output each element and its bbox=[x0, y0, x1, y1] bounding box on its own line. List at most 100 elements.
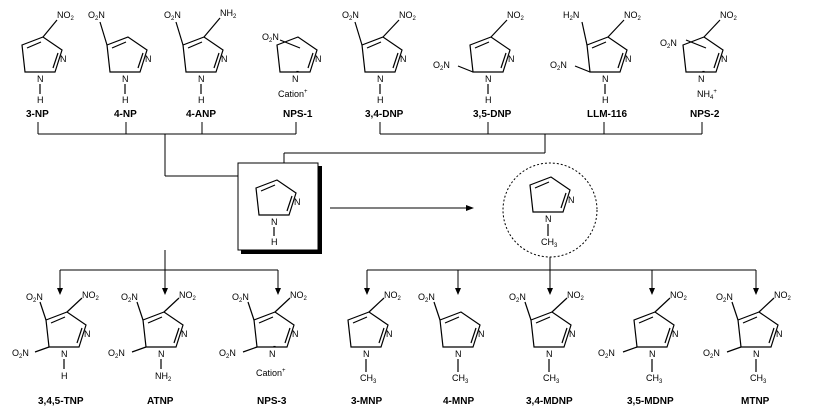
svg-text:N: N bbox=[363, 349, 370, 359]
svg-text:N: N bbox=[721, 54, 728, 64]
svg-text:N: N bbox=[294, 197, 301, 207]
svg-text:NO2: NO2 bbox=[290, 290, 308, 302]
svg-text:O2N: O2N bbox=[716, 292, 733, 304]
svg-text:H: H bbox=[198, 95, 205, 105]
compound-4-NP: O2N N N H 4-NP bbox=[88, 10, 152, 120]
compound-LLM-116: H2N NO2 O2N N N H LLM-116 bbox=[550, 10, 642, 120]
compound-NPS-2: O2N NO2 N N - NH4+ NPS-2 bbox=[660, 10, 738, 120]
compound-3,4-DNP: O2N NO2 N N H 3,4-DNP bbox=[342, 10, 417, 120]
svg-text:N: N bbox=[271, 217, 278, 227]
svg-text:NO2: NO2 bbox=[179, 290, 197, 302]
svg-text:N: N bbox=[649, 349, 656, 359]
svg-text:O2N: O2N bbox=[108, 348, 125, 360]
compound-name: 3,4-DNP bbox=[365, 109, 404, 120]
svg-text:O2N: O2N bbox=[26, 292, 43, 304]
svg-text:O2N: O2N bbox=[550, 60, 567, 72]
svg-text:CH3: CH3 bbox=[750, 373, 767, 385]
svg-text:CH3: CH3 bbox=[452, 373, 469, 385]
svg-text:N: N bbox=[198, 74, 205, 84]
compound-name: 4-NP bbox=[114, 109, 137, 120]
svg-text:H: H bbox=[602, 95, 609, 105]
compound-name: MTNP bbox=[741, 396, 770, 407]
compound-name: 3,4,5-TNP bbox=[38, 396, 84, 407]
compound-name: 3,4-MDNP bbox=[526, 396, 573, 407]
compound-name: ATNP bbox=[147, 396, 174, 407]
svg-text:N: N bbox=[386, 329, 393, 339]
svg-text:O2N: O2N bbox=[88, 10, 105, 22]
compound-name: 4-MNP bbox=[443, 396, 474, 407]
compound-3-MNP: NO2 N N CH3 3-MNP bbox=[347, 290, 402, 407]
svg-text:N: N bbox=[221, 54, 228, 64]
svg-text:NH4+: NH4+ bbox=[697, 89, 717, 101]
svg-text:Cation+: Cation+ bbox=[256, 368, 286, 378]
compound-3,4,5-TNP: O2N NO2 O2N N N H 3,4,5-TNP bbox=[12, 290, 100, 407]
svg-text:H: H bbox=[485, 95, 492, 105]
compound-ATNP: O2N NO2 O2N N N NH2 ATNP bbox=[108, 290, 197, 407]
svg-text:N: N bbox=[292, 329, 299, 339]
svg-text:N: N bbox=[569, 329, 576, 339]
svg-text:N: N bbox=[602, 74, 609, 84]
svg-text:N: N bbox=[377, 74, 384, 84]
svg-text:H: H bbox=[122, 95, 129, 105]
svg-text:O2N: O2N bbox=[418, 292, 435, 304]
compound-name: 3-MNP bbox=[351, 396, 382, 407]
compound-name: NPS-2 bbox=[690, 109, 720, 120]
compound-NPS-3: O2N NO2 O2N N N - Cation+ NPS-3 bbox=[219, 290, 308, 407]
bottom-connectors bbox=[57, 250, 759, 295]
methylpyrazole-circle: N N CH3 bbox=[502, 162, 598, 258]
h-label: H bbox=[37, 95, 44, 105]
compound-name: 3,5-DNP bbox=[473, 109, 512, 120]
svg-text:NO2: NO2 bbox=[624, 10, 642, 22]
svg-text:-: - bbox=[296, 66, 299, 76]
svg-text:CH3: CH3 bbox=[646, 373, 663, 385]
svg-text:O2N: O2N bbox=[262, 32, 279, 44]
svg-text:O2N: O2N bbox=[12, 348, 29, 360]
svg-text:O2N: O2N bbox=[660, 38, 677, 50]
compound-3,4-MDNP: O2N NO2 N N CH3 3,4-MDNP bbox=[509, 290, 585, 407]
svg-text:N: N bbox=[545, 214, 552, 224]
svg-text:NO2: NO2 bbox=[57, 10, 75, 22]
svg-text:H: H bbox=[61, 371, 68, 381]
svg-text:NO2: NO2 bbox=[567, 290, 585, 302]
compound-name: 4-ANP bbox=[186, 109, 216, 120]
svg-text:N: N bbox=[753, 349, 760, 359]
svg-text:N: N bbox=[546, 349, 553, 359]
compound-4-MNP: O2N N N CH3 4-MNP bbox=[418, 292, 485, 407]
svg-text:N: N bbox=[400, 54, 407, 64]
svg-text:H: H bbox=[377, 95, 384, 105]
compound-name: NPS-3 bbox=[257, 396, 287, 407]
svg-text:NO2: NO2 bbox=[384, 290, 402, 302]
reaction-arrow bbox=[330, 205, 474, 211]
svg-text:N: N bbox=[485, 74, 492, 84]
svg-text:O2N: O2N bbox=[703, 348, 720, 360]
svg-text:N: N bbox=[478, 329, 485, 339]
svg-text:N: N bbox=[776, 329, 783, 339]
compound-name: NPS-1 bbox=[283, 109, 313, 120]
svg-text:CH3: CH3 bbox=[360, 373, 377, 385]
svg-text:O2N: O2N bbox=[164, 10, 181, 22]
svg-text:NO2: NO2 bbox=[774, 290, 792, 302]
svg-text:O2N: O2N bbox=[342, 10, 359, 22]
svg-text:O2N: O2N bbox=[232, 292, 249, 304]
compound-MTNP: O2N NO2 O2N N N CH3 MTNP bbox=[703, 290, 792, 407]
svg-text:O2N: O2N bbox=[598, 348, 615, 360]
svg-text:NO2: NO2 bbox=[507, 10, 525, 22]
svg-text:N: N bbox=[315, 54, 322, 64]
svg-text:O2N: O2N bbox=[509, 292, 526, 304]
svg-text:-: - bbox=[702, 66, 705, 76]
svg-text:CH3: CH3 bbox=[543, 373, 560, 385]
center-pyrazole-box: N N H bbox=[237, 162, 322, 254]
svg-text:O2N: O2N bbox=[433, 60, 450, 72]
svg-text:NH2: NH2 bbox=[155, 371, 172, 383]
compound-3-NP: NO2 N N H 3-NP bbox=[21, 10, 75, 120]
svg-text:N: N bbox=[625, 54, 632, 64]
svg-text:NO2: NO2 bbox=[720, 10, 738, 22]
svg-text:NO2: NO2 bbox=[82, 290, 100, 302]
svg-text:H: H bbox=[271, 237, 278, 247]
n-label: N bbox=[37, 74, 44, 84]
svg-text:-: - bbox=[273, 341, 276, 351]
svg-text:NO2: NO2 bbox=[399, 10, 417, 22]
svg-text:Cation+: Cation+ bbox=[278, 89, 308, 99]
svg-text:N: N bbox=[181, 329, 188, 339]
svg-text:N: N bbox=[122, 74, 129, 84]
